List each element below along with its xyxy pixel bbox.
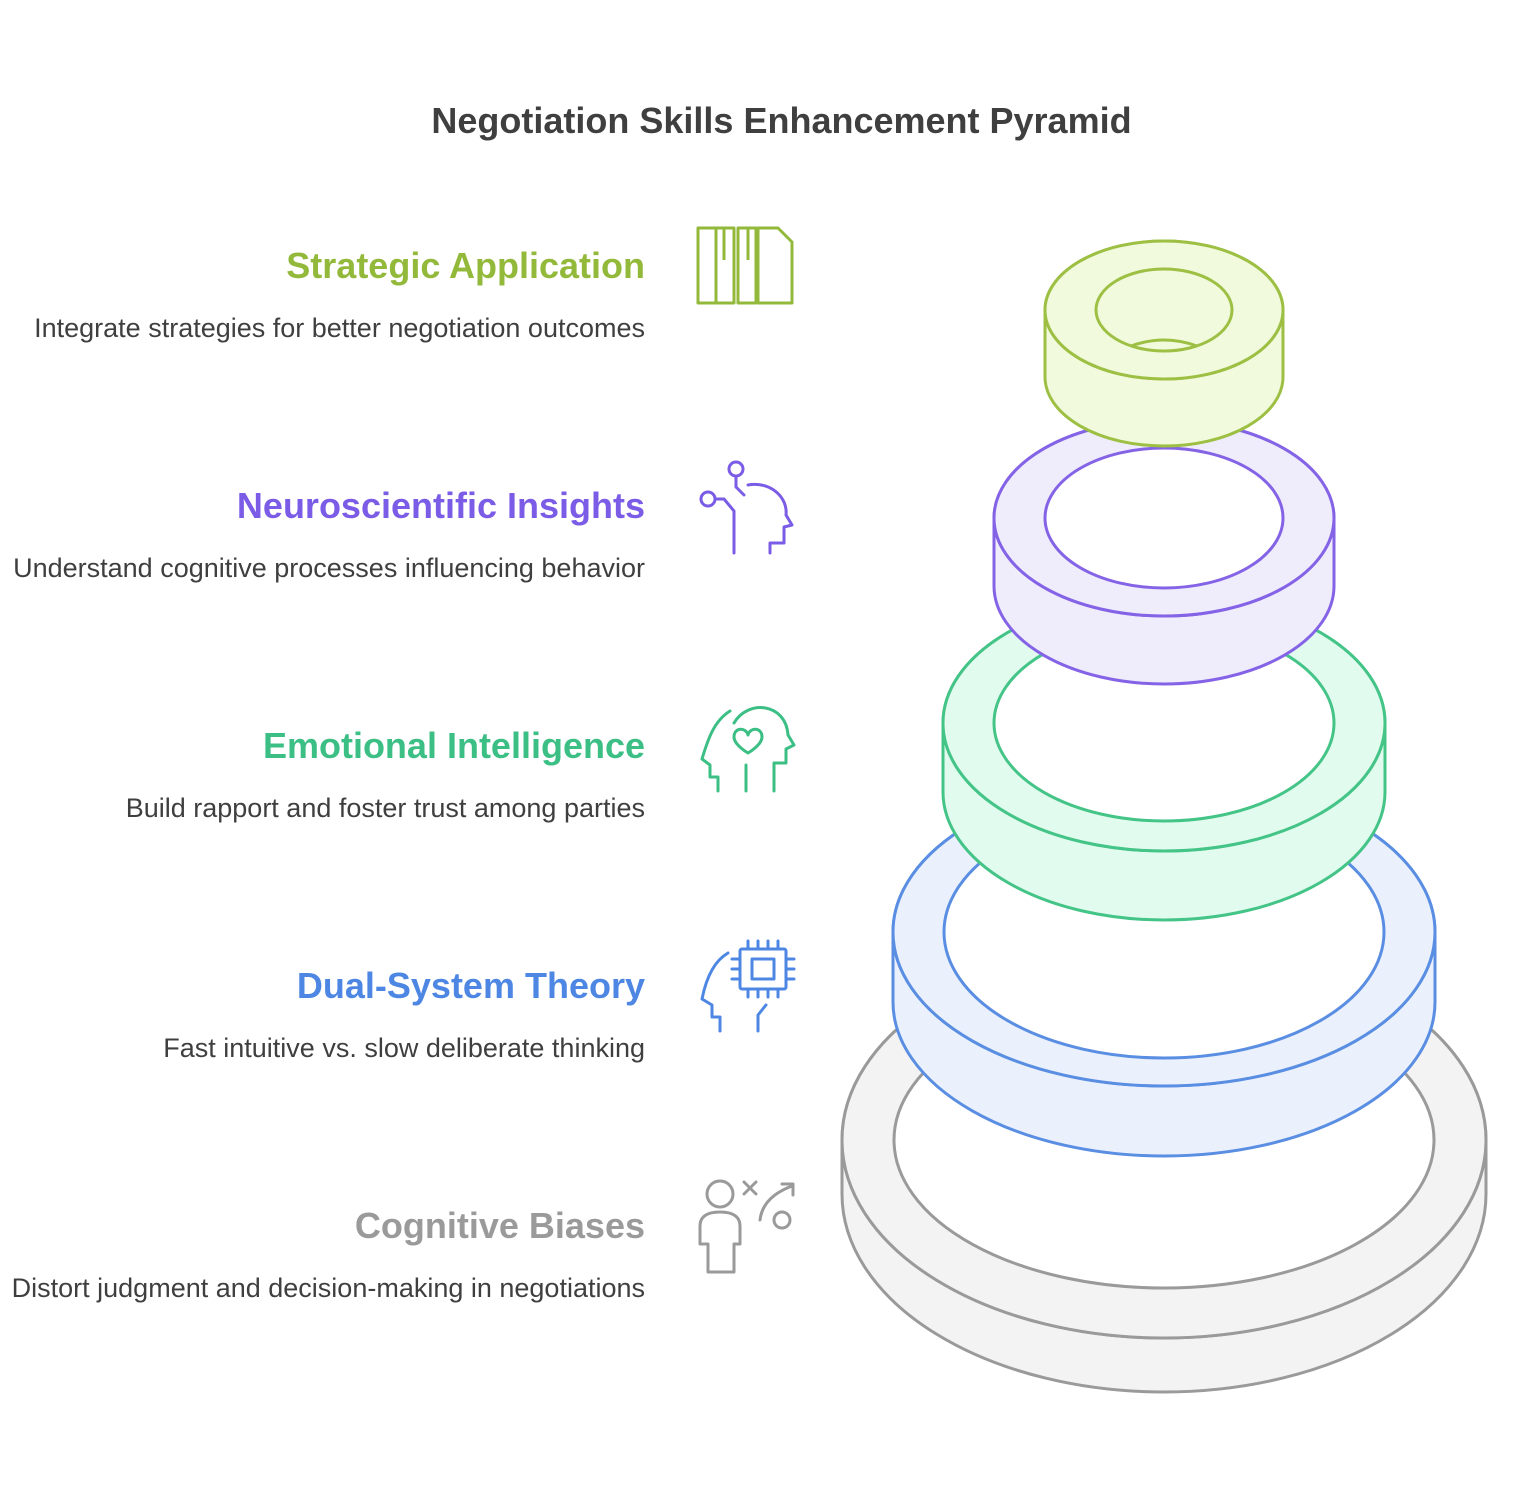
level-description: Understand cognitive processes influenci…	[13, 553, 645, 583]
ring-strategic-application	[1043, 239, 1285, 448]
level-dual-system-theory: Dual-System Theory Fast intuitive vs. sl…	[5, 964, 645, 1067]
level-cognitive-biases: Cognitive Biases Distort judgment and de…	[5, 1204, 645, 1307]
heart-head-icon	[700, 706, 796, 793]
columns-icon	[696, 226, 794, 305]
level-heading: Emotional Intelligence	[262, 725, 645, 766]
ring-neuroscientific-insights	[992, 418, 1336, 686]
level-description: Build rapport and foster trust among par…	[125, 793, 645, 823]
page-title: Negotiation Skills Enhancement Pyramid	[431, 100, 1132, 141]
person-strategy-icon	[698, 1179, 795, 1274]
brain-connection-icon	[699, 460, 794, 555]
level-emotional-intelligence: Emotional Intelligence Build rapport and…	[5, 724, 645, 827]
level-heading: Strategic Application	[286, 245, 645, 286]
level-neuroscientific-insights: Neuroscientific Insights Understand cogn…	[5, 484, 645, 587]
level-description: Distort judgment and decision-making in …	[11, 1273, 645, 1303]
level-heading: Cognitive Biases	[354, 1205, 645, 1246]
level-heading: Dual-System Theory	[296, 965, 645, 1006]
level-description: Fast intuitive vs. slow deliberate think…	[163, 1033, 645, 1063]
level-strategic-application: Strategic Application Integrate strategi…	[5, 244, 645, 347]
level-description: Integrate strategies for better negotiat…	[34, 313, 645, 343]
chip-head-icon	[700, 939, 796, 1033]
level-heading: Neuroscientific Insights	[236, 485, 645, 526]
